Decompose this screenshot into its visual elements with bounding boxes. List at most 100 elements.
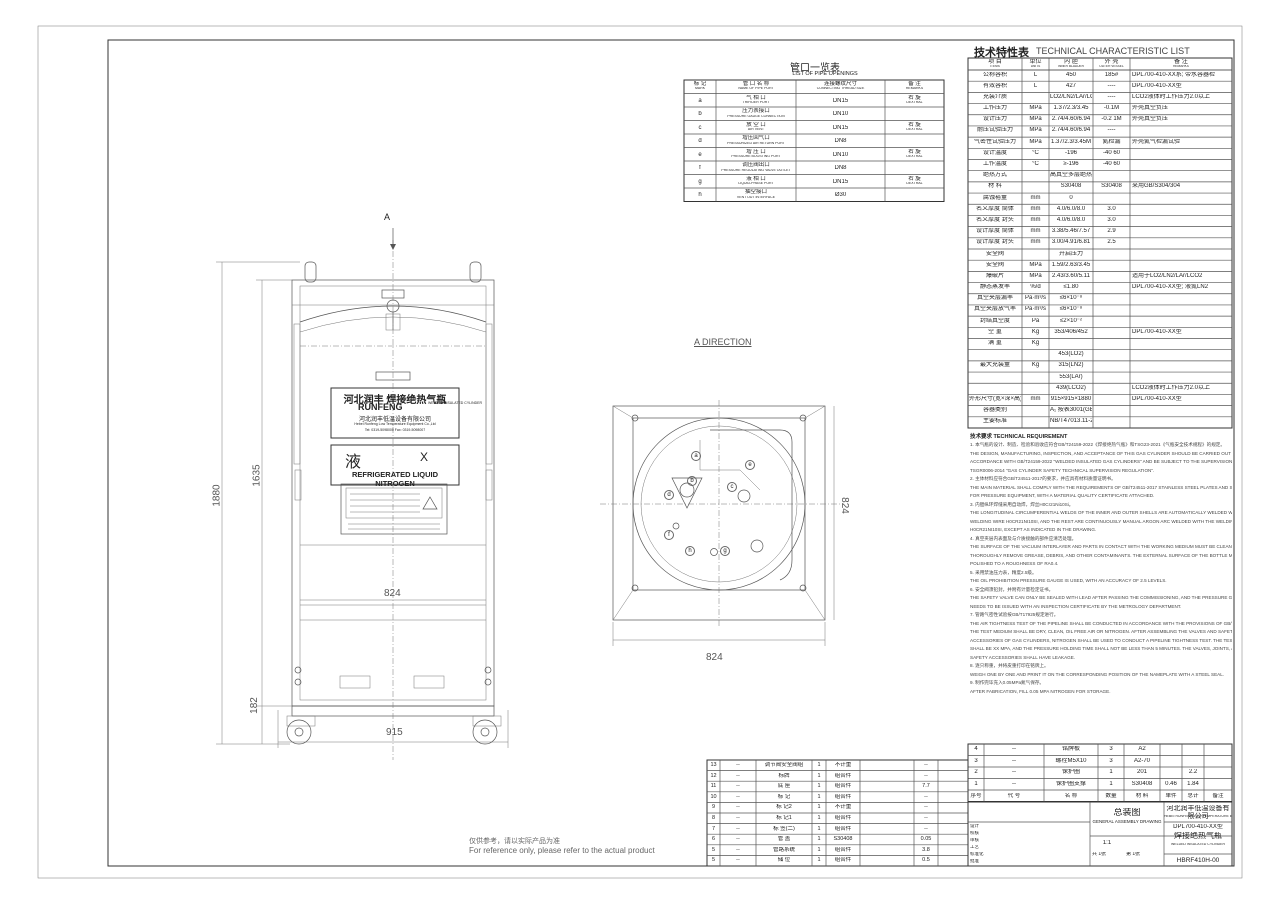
requirement-line: 4. 真空夹层内表面及与介质接触的部件应清洁处理。 (970, 535, 1077, 541)
pipe-remark-en: DEXTRAL (906, 128, 923, 131)
bom-lower-cell: 5 (711, 857, 716, 864)
requirement-line: ACCORDANCE WITH GB/T24159-2022 "WELDED I… (970, 459, 1232, 464)
requirement-line: 8. 逐只称重，并将皮重打印在铭牌上。 (970, 663, 1049, 668)
tech-item: 安全阀 (985, 261, 1004, 268)
tech-unit: Kg (1031, 328, 1040, 335)
bom-lower-cell: -- (924, 804, 928, 811)
bom-lower-cell: -- (736, 793, 740, 800)
bom-lower-cell: 组合件 (834, 857, 852, 864)
tech-remark: LCO2液体时工作压力2.0以上 (1132, 93, 1211, 100)
tech-item: 有效容积 (982, 82, 1007, 89)
tech-inner: 3.38/5.46/7.57 (1051, 228, 1091, 235)
tech-unit: MPa (1029, 138, 1042, 145)
tech-item: 静态蒸发率 (979, 284, 1010, 291)
bom-cell: 1 (1109, 780, 1113, 787)
warning-triangle-icon (422, 496, 438, 510)
bom-lower-cell: -- (924, 793, 928, 800)
a-direction-label: A DIRECTION (694, 337, 752, 347)
pipe-thread-size: DN8 (834, 165, 847, 171)
pipe-port-name-en: VENT OUT INTERFACE (736, 195, 776, 199)
medium-liquid-cn: 液 (345, 454, 362, 471)
bom-lower-cell: 不计重 (834, 762, 852, 768)
pipe-mark: f (699, 165, 701, 171)
lifting-lug-right (469, 261, 482, 283)
pipe-thread-size: DN15 (832, 97, 849, 104)
medium-x: X (420, 450, 429, 464)
tech-outer: -40 60 (1102, 161, 1120, 167)
bom-cell: 3 (1109, 757, 1113, 764)
requirement-line: 7. 管路气密性试验按GB/T17925规定进行。 (970, 612, 1059, 617)
caster-bracket-left (286, 715, 316, 727)
pipe-table-grid (683, 79, 945, 202)
bom-cell: 0.46 (1165, 780, 1177, 787)
bom-lower-cell: 0.05 (920, 836, 932, 843)
pipe-remark: 右 旋 (908, 121, 921, 128)
bom-cell: 3 (1109, 746, 1113, 752)
valve-label-c: c (727, 482, 737, 492)
title-role: 批准 (970, 859, 979, 863)
bom-header: 名 称 (1064, 793, 1078, 799)
tech-table-header-en: OUTER VESSEL (1099, 65, 1124, 68)
tech-inner: NB/T47013.11-2015 GB/T17925-2011 (1050, 418, 1092, 425)
bom-lower-cell: 管 盖 (777, 836, 791, 843)
tech-item: 名义厚度 筒体 (976, 205, 1014, 212)
tech-inner: 427 (1065, 82, 1076, 89)
pipe-remark: 右 旋 (908, 148, 921, 155)
title-role: 审核 (970, 838, 979, 842)
fork-pocket-left (339, 675, 371, 689)
tech-outer: 2.5 (1107, 239, 1116, 246)
view-arrow-head (390, 244, 396, 250)
pipe-table-header: 管 口 名 称 (742, 81, 770, 87)
valve-wheel-icon (737, 489, 751, 503)
bom-cell: -- (1012, 746, 1016, 752)
pipe-thread-size: DN15 (832, 178, 849, 185)
tech-inner: 高真空多层绝热 (1050, 172, 1092, 179)
pipe-port-name: 调压阀出口 (742, 162, 770, 168)
title-role: 校核 (970, 831, 979, 835)
bom-lower-cell: 调节阀安全阀组 (764, 762, 804, 768)
tech-outer: 185# (1104, 71, 1119, 78)
bom-cell: 4 (974, 746, 978, 752)
pipe-port-name-en: PRESSURE BOOSTING PORT (731, 155, 781, 158)
dim-824-front: 824 (384, 588, 401, 599)
tech-table-grid (967, 57, 1233, 429)
pipe-port-name: 压力表接口 (742, 108, 770, 114)
tech-inner: 1.37/2.3/3.45M (1050, 138, 1092, 145)
title-product-en: WELDED INSULATED CYLINDER (1170, 843, 1225, 846)
tech-unit: MPa (1029, 261, 1042, 268)
bom-lower-cell: -- (736, 783, 740, 790)
pipe-mark: b (698, 111, 702, 117)
tech-remark: 外壳氦气检漏试验 (1132, 138, 1181, 145)
tech-inner: 4.0/6.0/8.0 (1056, 216, 1086, 223)
pipe-remark: 右 旋 (908, 175, 921, 182)
tech-table-title-cn: 技术特性表 (974, 47, 1029, 59)
bom-lower-cell: 6 (711, 836, 716, 843)
tech-unit: mm (1030, 216, 1041, 223)
pipe-table-header-en: REMARKS (905, 87, 924, 90)
requirement-line: SHALL BE XX MPA, AND THE PRESSURE HOLDIN… (970, 646, 1232, 651)
tech-inner: A₁ 按表3001(GB/T)制造检查焊接工艺 中型 (1050, 407, 1092, 414)
bolt-icon (484, 666, 492, 674)
tech-item: 绝热方式 (982, 172, 1007, 179)
tech-outer: -0.2 1M (1101, 116, 1122, 123)
tech-inner: ≤6×10⁻⁸ (1059, 306, 1083, 313)
bom-cell: 铭牌板 (1061, 746, 1080, 752)
pipe-remark-en: DEXTRAL (906, 155, 923, 158)
bom-lower-cell: 1 (817, 783, 821, 790)
tech-item: 真空夹层漏率 (976, 295, 1013, 302)
pipe-port-name: 抽空接口 (744, 189, 767, 195)
pipe-table-title-cn: 管口一览表 (790, 63, 840, 74)
bom-lower-cell: 5 (711, 846, 716, 853)
bom-lower-cell: 组合件 (834, 815, 852, 821)
tech-item: 名义厚度 封头 (976, 216, 1014, 223)
caster-wheel-left (286, 719, 312, 745)
caster-hub-right (480, 727, 490, 737)
pipe-mark: h (698, 192, 702, 198)
corner-bolt-icon (799, 584, 807, 592)
bom-lower-cell: 1 (817, 825, 821, 832)
tech-unit: °C (1032, 149, 1039, 156)
bom-lower-cell: 1 (817, 846, 821, 853)
title-product-cn: 焊接绝热气瓶 (1174, 832, 1222, 840)
requirement-line: WELDING WIRE H0CR21NI10SI, AND THE REST … (970, 518, 1232, 524)
requirement-line: AFTER FABRICATION, FILL 0.05 MPA NITROGE… (970, 688, 1111, 694)
